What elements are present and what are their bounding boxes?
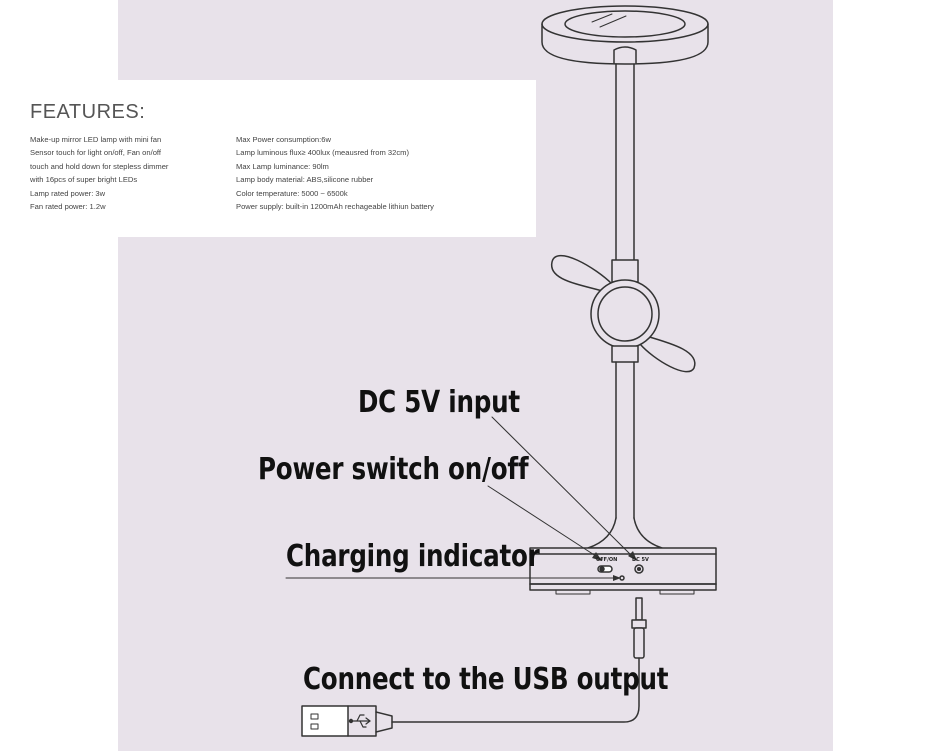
- power-switch-callout: Power switch on/off: [258, 452, 529, 487]
- feature-item: Power supply: built-in 1200mAh rechageab…: [236, 202, 434, 212]
- leader-dc-input: [491, 416, 637, 561]
- dc-port-pin-icon: [636, 566, 642, 572]
- charging-indicator-callout: Charging indicator: [286, 539, 540, 574]
- lower-stem: [615, 361, 635, 519]
- feature-item: Sensor touch for light on/off, Fan on/of…: [30, 148, 162, 158]
- usb-output-callout: Connect to the USB output: [303, 662, 669, 697]
- feature-item: Lamp luminous flux≥ 400lux (meausred fro…: [236, 148, 409, 158]
- usb-plug: [301, 705, 393, 737]
- dc-port-label: DC 5V: [632, 557, 649, 563]
- features-box: [0, 80, 536, 237]
- fan-blade-top: [551, 255, 613, 293]
- switch-label: OFF/ON: [596, 557, 618, 563]
- neck-connector: [613, 46, 637, 64]
- fan-blade-bottom: [639, 335, 696, 373]
- feature-item: Max Lamp luminance: 90lm: [236, 161, 329, 171]
- feature-item: touch and hold down for stepless dimmer: [30, 161, 169, 171]
- dc-plug: [631, 597, 647, 659]
- fan-hub: [590, 279, 660, 363]
- features-list-right: Max Power consumption:6w Lamp luminous f…: [236, 133, 434, 213]
- mirror-head: [541, 5, 709, 65]
- dc-input-callout: DC 5V input: [358, 385, 520, 420]
- feature-item: Color temperature: 5000 ~ 6500k: [236, 188, 348, 198]
- usb-cable: [391, 657, 640, 723]
- lamp-base: [529, 547, 717, 595]
- feature-item: Lamp body material: ABS,silicone rubber: [236, 175, 374, 185]
- leader-power-switch: [487, 485, 603, 561]
- usb-symbol-icon: [348, 714, 371, 728]
- feature-item: with 16pcs of super bright LEDs: [30, 175, 138, 185]
- dc-port-icon: [634, 564, 644, 574]
- feature-item: Fan rated power: 1.2w: [30, 202, 106, 212]
- switch-knob-icon: [599, 566, 605, 572]
- features-title: FEATURES:: [30, 101, 146, 123]
- fan-collar: [611, 259, 639, 283]
- upper-stem: [615, 63, 635, 265]
- features-list-left: Make-up mirror LED lamp with mini fan Se…: [30, 133, 168, 213]
- feature-item: Lamp rated power: 3w: [30, 188, 106, 198]
- feature-item: Max Power consumption:6w: [236, 135, 331, 144]
- leader-arrowheads: [592, 551, 637, 581]
- feature-item: Make-up mirror LED lamp with mini fan: [30, 135, 162, 144]
- stem-base-flare: [587, 517, 663, 549]
